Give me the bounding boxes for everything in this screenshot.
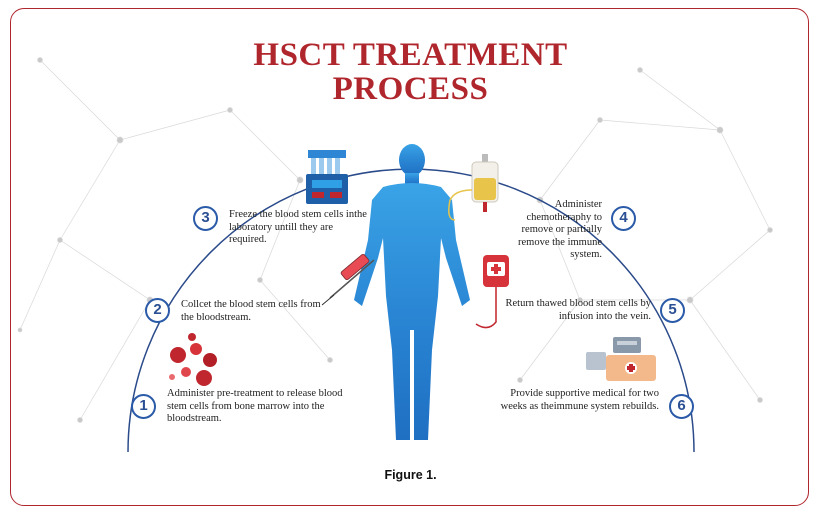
iv-bag-icon: [448, 154, 499, 221]
human-body-icon: [354, 144, 470, 440]
step-6-text: Provide supportive medical for two weeks…: [500, 388, 659, 412]
medicine-kit-icon: [586, 337, 656, 381]
step-3-badge: 3: [193, 206, 218, 231]
step-2-badge: 2: [145, 298, 170, 323]
title-line-1: HSCT TREATMENT: [253, 37, 568, 73]
step-5-text: Return thawed blood stem cells by infusi…: [505, 298, 651, 322]
network-background: [17, 57, 773, 423]
step-4-text: Administer chemotheraphy to remove or pa…: [518, 199, 602, 260]
step-2-text: Collcet the blood stem cells from the bl…: [181, 299, 321, 323]
step-3-text: Freeze the blood stem cells inthe labora…: [229, 209, 367, 245]
step-4-badge: 4: [611, 206, 636, 231]
title-line-2: PROCESS: [332, 71, 489, 107]
test-tubes-icon: [306, 150, 348, 204]
blood-bag-icon: [475, 255, 509, 329]
step-6-badge: 6: [669, 394, 694, 419]
syringe-icon: [321, 253, 375, 306]
step-1-badge: 1: [131, 394, 156, 419]
step-1-text: Administer pre-treatment to release bloo…: [167, 388, 343, 424]
step-5-badge: 5: [660, 298, 685, 323]
figure-caption: Figure 1.: [384, 468, 437, 482]
blood-cells-icon: [169, 333, 217, 386]
